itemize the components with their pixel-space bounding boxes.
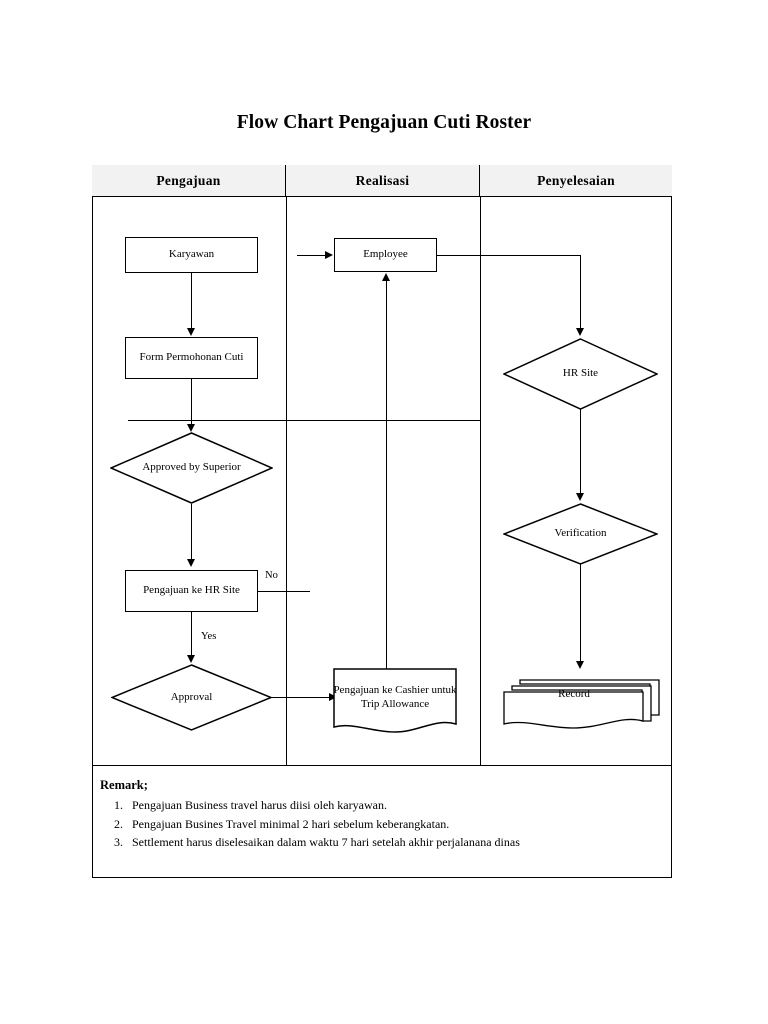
arrowhead-into-employee bbox=[325, 250, 333, 259]
remark-item: Pengajuan Business travel harus diisi ol… bbox=[126, 796, 660, 815]
remark-item: Pengajuan Busines Travel minimal 2 hari … bbox=[126, 815, 660, 834]
lane-header-pengajuan: Pengajuan bbox=[92, 165, 286, 196]
arrowhead-cashier-to-employee bbox=[381, 273, 390, 281]
node-employee[interactable]: Employee bbox=[334, 238, 437, 272]
node-karyawan[interactable]: Karyawan bbox=[125, 237, 258, 273]
arrowhead-approved-to-hrsite-box bbox=[186, 559, 195, 567]
connector-no-branch bbox=[258, 591, 310, 592]
connector-approved-to-hrsite-box bbox=[191, 504, 192, 562]
node-approved-by-superior[interactable]: Approved by Superior bbox=[110, 432, 273, 504]
node-hr-site[interactable]: HR Site bbox=[503, 338, 658, 410]
edge-label-no: No bbox=[264, 570, 279, 581]
arrowhead-form-to-approved bbox=[186, 424, 195, 432]
edge-label-yes: Yes bbox=[200, 631, 218, 642]
connector-yes-branch bbox=[191, 612, 192, 658]
arrowhead-karyawan-to-form bbox=[186, 328, 195, 336]
node-pengajuan-ke-hr-site-label: Pengajuan ke HR Site bbox=[143, 584, 240, 597]
arrowhead-verification-to-record bbox=[575, 661, 584, 669]
node-pengajuan-ke-cashier[interactable]: Pengajuan ke Cashier untuk Trip Allowanc… bbox=[333, 668, 457, 736]
node-employee-label: Employee bbox=[363, 248, 408, 261]
connector-approval-to-cashier bbox=[271, 697, 331, 698]
arrowhead-hrsite-to-verification bbox=[575, 493, 584, 501]
node-approval[interactable]: Approval bbox=[111, 664, 272, 731]
node-verification[interactable]: Verification bbox=[503, 503, 658, 565]
lane-divider-2 bbox=[480, 197, 481, 765]
lane-divider-1 bbox=[286, 197, 287, 765]
lane-header-realisasi: Realisasi bbox=[286, 165, 480, 196]
connector-hrsite-to-verification bbox=[580, 409, 581, 496]
connector-form-to-approved bbox=[191, 379, 192, 428]
remark-block: Remark; Pengajuan Business travel harus … bbox=[100, 778, 660, 852]
lane-header-penyelesaian: Penyelesaian bbox=[537, 172, 615, 188]
page-title: Flow Chart Pengajuan Cuti Roster bbox=[236, 112, 532, 133]
remark-item: Settlement harus diselesaikan dalam wakt… bbox=[126, 833, 660, 852]
node-record[interactable]: Record bbox=[503, 671, 661, 731]
node-pengajuan-ke-hr-site[interactable]: Pengajuan ke HR Site bbox=[125, 570, 258, 612]
arrowhead-approval-to-cashier bbox=[329, 692, 337, 701]
node-form-permohonan-cuti[interactable]: Form Permohonan Cuti bbox=[125, 337, 258, 379]
phase-divider-line bbox=[128, 420, 480, 421]
connector-verification-to-record bbox=[580, 564, 581, 664]
remark-list: Pengajuan Business travel harus diisi ol… bbox=[100, 796, 660, 852]
node-form-permohonan-cuti-label: Form Permohonan Cuti bbox=[139, 351, 244, 364]
arrowhead-down-to-hr-site bbox=[575, 328, 584, 336]
connector-down-to-hr-site bbox=[580, 255, 581, 331]
remark-separator bbox=[92, 765, 672, 766]
arrowhead-yes-branch bbox=[186, 655, 195, 663]
connector-into-employee bbox=[297, 255, 327, 256]
connector-karyawan-to-form bbox=[191, 273, 192, 329]
connector-employee-to-right bbox=[437, 255, 581, 256]
node-karyawan-label: Karyawan bbox=[168, 248, 215, 261]
lane-header-row: Pengajuan Realisasi Penyelesaian bbox=[92, 165, 672, 197]
remark-title: Remark; bbox=[100, 778, 148, 792]
connector-cashier-to-employee bbox=[386, 280, 387, 672]
